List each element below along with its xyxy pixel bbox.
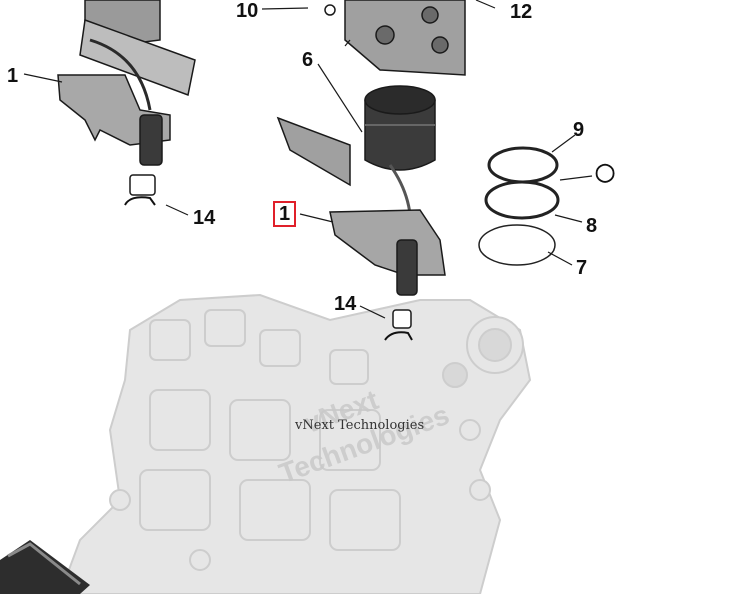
- callout-12[interactable]: 12: [510, 1, 533, 23]
- oil-drop-icon: ◯: [595, 162, 616, 182]
- sensor-left: [57, 0, 196, 206]
- leader-lines: [23, 0, 593, 319]
- callout-7[interactable]: 7: [576, 257, 588, 279]
- callout-10[interactable]: 10: [236, 0, 259, 22]
- watermark-small: vNext Technologies: [295, 418, 425, 433]
- o-rings: [478, 146, 560, 266]
- filter-6: [276, 85, 446, 341]
- callout-6[interactable]: 6: [302, 49, 314, 71]
- callout-14-bottom[interactable]: 14: [334, 293, 357, 315]
- hose: [0, 540, 90, 594]
- callout-8[interactable]: 8: [586, 215, 598, 237]
- callout-1-selected[interactable]: 1: [272, 201, 297, 227]
- callout-1-top[interactable]: 1: [7, 65, 19, 87]
- engine-housing: [58, 293, 532, 594]
- callout-14-top[interactable]: 14: [193, 207, 216, 229]
- callout-9[interactable]: 9: [573, 119, 585, 141]
- bracket-12: [324, 0, 466, 76]
